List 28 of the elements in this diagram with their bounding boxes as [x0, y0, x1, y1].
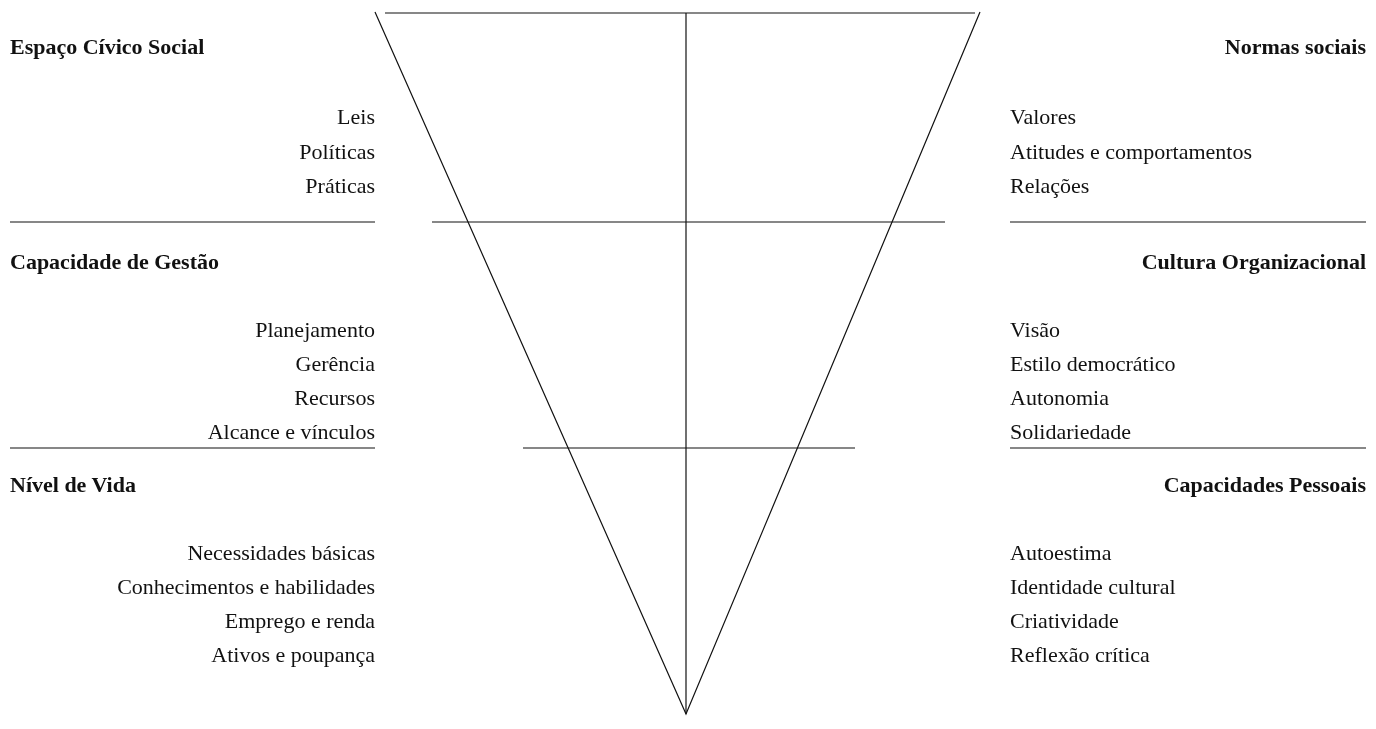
- section-heading: Capacidade de Gestão: [10, 249, 219, 275]
- section-heading: Cultura Organizacional: [1141, 249, 1366, 275]
- list-item-text: Emprego e renda: [224, 608, 375, 634]
- list-item-text: Solidariedade: [1010, 419, 1131, 445]
- section-heading: Espaço Cívico Social: [10, 34, 205, 60]
- list-item-text: Gerência: [295, 351, 375, 377]
- list-item-text: Ativos e poupança: [211, 642, 375, 668]
- list-item-text: Leis: [337, 104, 375, 130]
- section-heading: Normas sociais: [1224, 34, 1366, 60]
- list-item-text: Relações: [1010, 173, 1090, 199]
- list-item-text: Reflexão crítica: [1010, 642, 1150, 668]
- list-item-text: Conhecimentos e habilidades: [117, 574, 375, 600]
- list-item-text: Atitudes e comportamentos: [1010, 139, 1252, 165]
- list-item-text: Planejamento: [255, 317, 375, 343]
- list-item-text: Criatividade: [1010, 608, 1119, 634]
- list-item-text: Visão: [1010, 317, 1060, 343]
- list-item-text: Autoestima: [1010, 540, 1112, 566]
- list-item-text: Recursos: [294, 385, 375, 411]
- list-item-text: Valores: [1010, 104, 1076, 130]
- list-item-text: Necessidades básicas: [187, 540, 375, 566]
- list-item-text: Estilo democrático: [1010, 351, 1176, 377]
- section-heading: Nível de Vida: [10, 472, 136, 498]
- list-item-text: Políticas: [299, 139, 375, 165]
- list-item-text: Práticas: [305, 173, 375, 199]
- section-heading: Capacidades Pessoais: [1163, 472, 1366, 498]
- list-item-text: Autonomia: [1010, 385, 1109, 411]
- list-item-text: Alcance e vínculos: [207, 419, 375, 445]
- list-item-text: Identidade cultural: [1010, 574, 1176, 600]
